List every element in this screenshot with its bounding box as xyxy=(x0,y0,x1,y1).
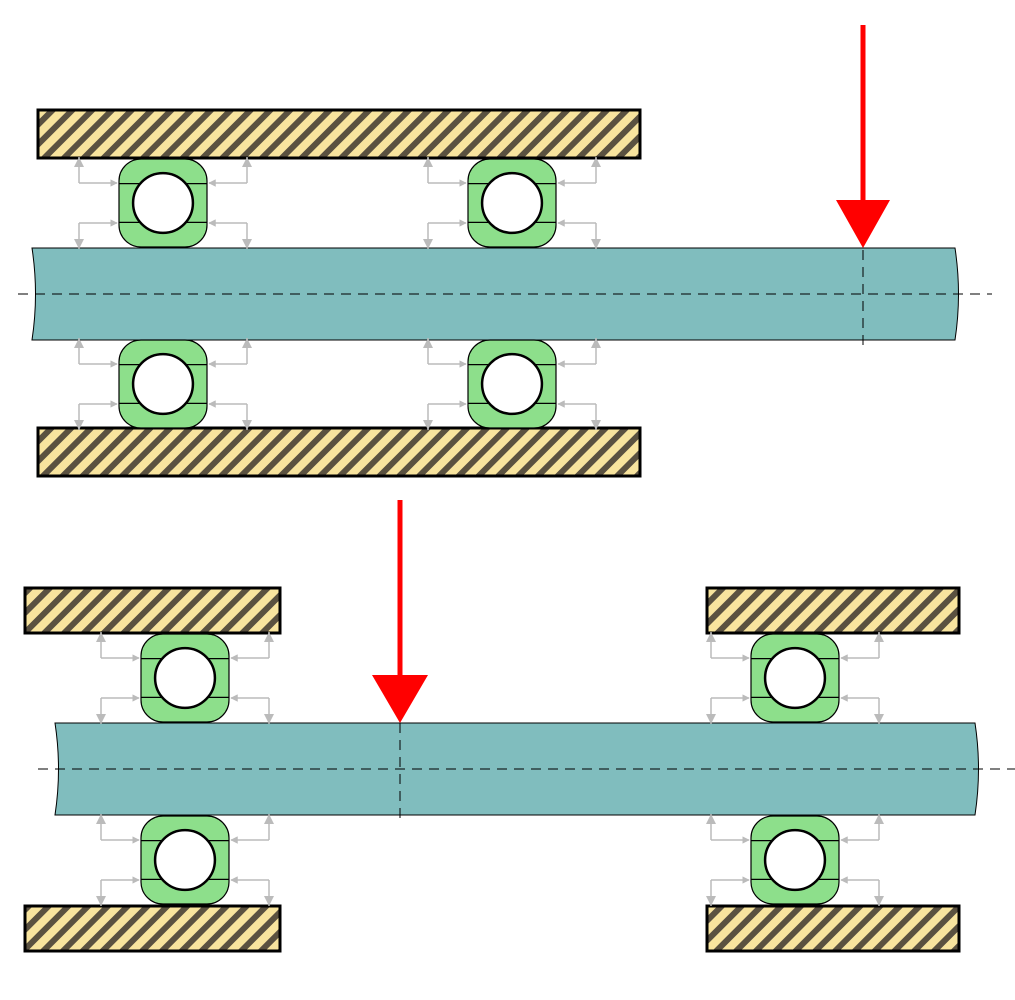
diagram-cantilever xyxy=(18,25,992,478)
housing-top-right xyxy=(705,586,961,635)
housing-bottom-right xyxy=(705,904,961,953)
force-guide-lines xyxy=(706,814,884,906)
force-guide-lines xyxy=(74,338,252,430)
ball-bearing-icon xyxy=(423,157,601,249)
ball xyxy=(763,646,827,710)
ball-bearing-icon xyxy=(423,338,601,430)
ball xyxy=(131,352,195,416)
force-guide-lines xyxy=(74,157,252,249)
force-guide-lines xyxy=(96,814,274,906)
housing-bottom-left xyxy=(23,904,282,953)
housing-bottom xyxy=(36,426,642,478)
ball-bearing-icon xyxy=(706,632,884,724)
force-guide-lines xyxy=(96,632,274,724)
ball-bearing-icon xyxy=(96,632,274,724)
ball xyxy=(153,646,217,710)
ball xyxy=(131,171,195,235)
force-guide-lines xyxy=(423,338,601,430)
ball xyxy=(763,828,827,892)
ball xyxy=(480,352,544,416)
housing-top-left xyxy=(23,586,282,635)
housing-top xyxy=(36,108,642,160)
ball xyxy=(153,828,217,892)
force-guide-lines xyxy=(706,632,884,724)
ball xyxy=(480,171,544,235)
force-guide-lines xyxy=(423,157,601,249)
down-arrow-icon xyxy=(372,500,428,723)
ball-bearing-icon xyxy=(96,814,274,906)
diagram-simply-supported xyxy=(23,500,1015,953)
down-arrow-icon xyxy=(836,25,890,248)
ball-bearing-icon xyxy=(74,157,252,249)
ball-bearing-icon xyxy=(706,814,884,906)
ball-bearing-icon xyxy=(74,338,252,430)
